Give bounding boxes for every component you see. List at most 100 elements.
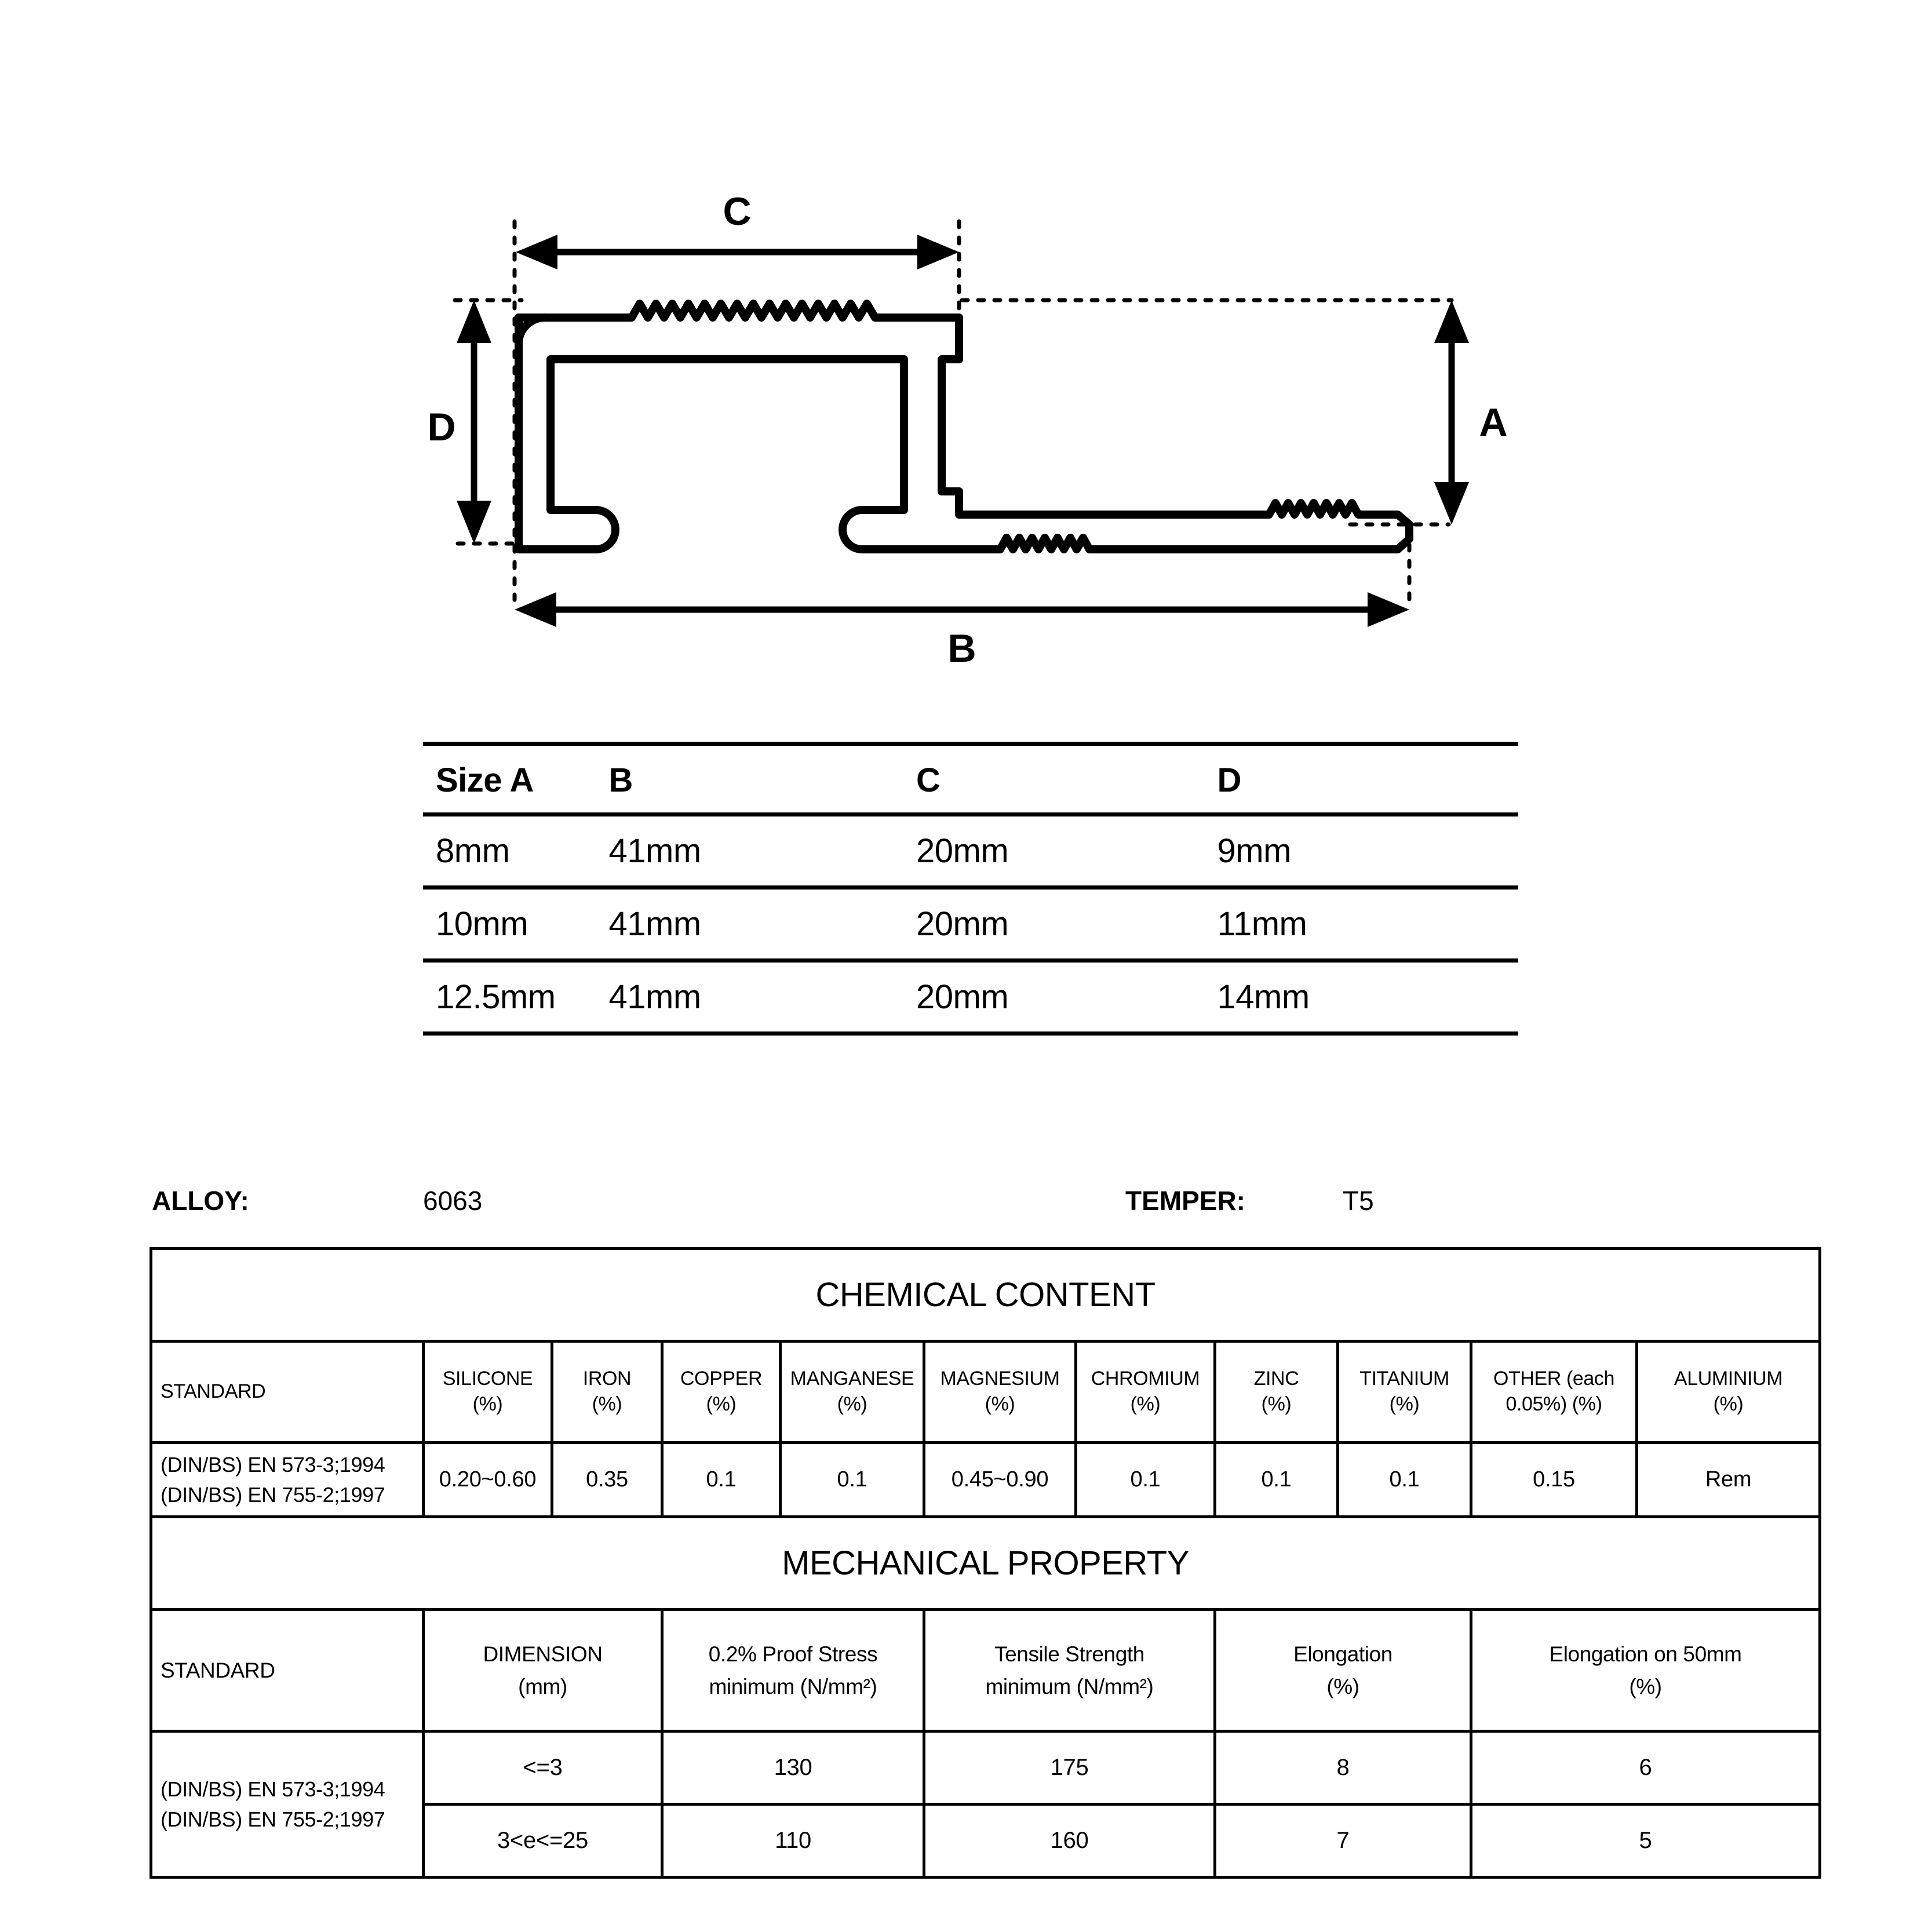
size-cell-c: 20mm <box>916 814 1217 890</box>
chemical-value-chromium: 0.1 <box>1074 1441 1216 1518</box>
chemical-header-manganese-unit: (%) <box>837 1393 867 1415</box>
chemical-header-standard: STANDARD <box>150 1340 425 1444</box>
mechanical-elongation-50mm-r2: 5 <box>1469 1803 1822 1879</box>
mechanical-header-elongation-50mm: Elongation on 50mm (%) <box>1469 1608 1822 1733</box>
chemical-title-row: CHEMICAL CONTENT <box>149 1247 1822 1343</box>
dimension-d: D <box>427 300 491 544</box>
chemical-header-manganese: MANGANESE (%) <box>779 1340 925 1444</box>
mechanical-property-title: MECHANICAL PROPERTY <box>149 1515 1822 1611</box>
chemical-header-zinc: ZINC (%) <box>1213 1340 1339 1444</box>
dimension-d-label: D <box>427 405 455 449</box>
mechanical-header-proof-stress-unit: minimum (N/mm²) <box>709 1674 877 1698</box>
chemical-value-magnesium: 0.45~0.90 <box>923 1441 1077 1518</box>
table-row: (DIN/BS) EN 573-3;1994 (DIN/BS) EN 755-2… <box>150 1441 1822 1518</box>
mechanical-proof-stress-r2: 110 <box>661 1803 925 1879</box>
temper-value: T5 <box>1343 1186 1374 1216</box>
dimension-b-label: B <box>947 626 976 670</box>
chemical-header-zinc-unit: (%) <box>1261 1393 1292 1415</box>
mechanical-header-elongation: Elongation (%) <box>1213 1608 1472 1733</box>
profile-drawing-svg: C D A B <box>427 189 1508 670</box>
chemical-header-copper: COPPER (%) <box>661 1340 782 1444</box>
size-cell-b: 41mm <box>608 887 917 963</box>
size-cell-d: 9mm <box>1217 814 1518 890</box>
dimension-a-label: A <box>1479 400 1507 444</box>
profile-drawing: C D A B <box>0 0 1932 690</box>
dimension-a: A <box>1434 300 1508 524</box>
mechanical-tensile-strength-r2: 160 <box>923 1803 1216 1879</box>
chemical-header-silicone-unit: (%) <box>472 1393 503 1415</box>
chemical-header-iron-unit: (%) <box>592 1393 622 1415</box>
size-cell-a: 12.5mm <box>423 960 609 1036</box>
chemical-header-copper-unit: (%) <box>706 1393 737 1415</box>
chemical-header-iron-name: IRON <box>582 1368 632 1390</box>
size-cell-d: 11mm <box>1217 887 1518 963</box>
mechanical-header-standard: STANDARD <box>150 1608 425 1733</box>
size-cell-c: 20mm <box>916 960 1217 1036</box>
chemical-header-standard-name: STANDARD <box>161 1380 266 1403</box>
mechanical-header-tensile-strength-name: Tensile Strength <box>994 1642 1144 1666</box>
chemical-header-zinc-name: ZINC <box>1253 1368 1299 1390</box>
mechanical-dimension-r1: <=3 <box>422 1730 664 1806</box>
mechanical-elongation-r2: 7 <box>1213 1803 1472 1879</box>
mechanical-header-elongation-unit: (%) <box>1326 1674 1359 1698</box>
chemical-header-silicone: SILICONE (%) <box>422 1340 553 1444</box>
size-cell-c: 20mm <box>916 887 1217 963</box>
chemical-value-titanium: 0.1 <box>1336 1441 1472 1518</box>
chemical-value-copper: 0.1 <box>661 1441 782 1518</box>
mechanical-header-row: STANDARD DIMENSION (mm) 0.2% Proof Stres… <box>150 1608 1822 1733</box>
mechanical-header-elongation-50mm-name: Elongation on 50mm <box>1549 1642 1742 1666</box>
size-cell-a: 8mm <box>423 814 609 890</box>
chemical-header-titanium-unit: (%) <box>1389 1393 1420 1415</box>
mechanical-title-row: MECHANICAL PROPERTY <box>149 1515 1822 1611</box>
size-cell-b: 41mm <box>608 814 917 890</box>
chemical-header-manganese-name: MANGANESE <box>790 1368 914 1390</box>
chemical-standard-line-2: (DIN/BS) EN 755-2;1997 <box>161 1482 385 1507</box>
mechanical-elongation-50mm-r1: 6 <box>1469 1730 1822 1806</box>
chemical-value-aluminium: Rem <box>1635 1441 1822 1518</box>
chemical-header-titanium-name: TITANIUM <box>1359 1368 1449 1390</box>
chemical-content-title: CHEMICAL CONTENT <box>149 1247 1822 1343</box>
chemical-header-iron: IRON (%) <box>551 1340 664 1444</box>
table-row: 3<e<=25 110 160 7 5 <box>151 1803 1822 1879</box>
mechanical-header-elongation-50mm-unit: (%) <box>1629 1674 1662 1698</box>
chemical-value-iron: 0.35 <box>551 1441 664 1518</box>
mechanical-header-proof-stress-name: 0.2% Proof Stress <box>708 1642 878 1666</box>
size-header-c: C <box>916 742 1217 816</box>
mechanical-header-standard-name: STANDARD <box>161 1658 275 1682</box>
mechanical-elongation-r1: 8 <box>1213 1730 1472 1806</box>
chemical-header-titanium: TITANIUM (%) <box>1336 1340 1472 1444</box>
mechanical-proof-stress-r1: 130 <box>661 1730 925 1806</box>
dimension-b: B <box>515 592 1409 670</box>
mechanical-standard-cell: (DIN/BS) EN 573-3;1994 (DIN/BS) EN 755-2… <box>150 1730 425 1879</box>
mechanical-standard-line-1: (DIN/BS) EN 573-3;1994 <box>161 1777 385 1802</box>
chemical-value-zinc: 0.1 <box>1213 1441 1339 1518</box>
chemical-header-magnesium: MAGNESIUM (%) <box>923 1340 1077 1444</box>
chemical-header-silicone-name: SILICONE <box>442 1368 533 1390</box>
specification-table-container: CHEMICAL CONTENT STANDARD SILICONE (%) I… <box>149 1247 1822 1879</box>
chemical-header-aluminium-unit: (%) <box>1713 1393 1744 1415</box>
chemical-header-other-name: OTHER (each <box>1493 1368 1615 1390</box>
chemical-header-other: OTHER (each 0.05%) (%) <box>1470 1340 1638 1444</box>
mechanical-header-dimension-unit: (mm) <box>518 1674 567 1698</box>
table-row: 12.5mm 41mm 20mm 14mm <box>423 960 1518 1036</box>
specification-table: CHEMICAL CONTENT STANDARD SILICONE (%) I… <box>149 1247 1822 1879</box>
mechanical-header-dimension-name: DIMENSION <box>483 1642 603 1666</box>
chemical-header-chromium-unit: (%) <box>1130 1393 1161 1415</box>
chemical-value-silicone: 0.20~0.60 <box>422 1441 553 1518</box>
chemical-standard-line-1: (DIN/BS) EN 573-3;1994 <box>161 1453 385 1477</box>
size-table: Size A B C D 8mm 41mm 20mm 9mm 10mm 41mm… <box>423 742 1518 1036</box>
mechanical-header-elongation-name: Elongation <box>1293 1642 1393 1666</box>
mechanical-dimension-r2: 3<e<=25 <box>422 1803 664 1879</box>
chemical-header-copper-name: COPPER <box>680 1368 763 1390</box>
size-header-a: Size A <box>423 742 609 816</box>
alloy-label: ALLOY: <box>152 1186 249 1216</box>
mechanical-tensile-strength-r1: 175 <box>923 1730 1216 1806</box>
mechanical-header-proof-stress: 0.2% Proof Stress minimum (N/mm²) <box>661 1608 925 1733</box>
chemical-value-manganese: 0.1 <box>779 1441 925 1518</box>
chemical-value-other: 0.15 <box>1470 1441 1638 1518</box>
size-header-d: D <box>1217 742 1518 816</box>
dimension-c-label: C <box>723 189 751 234</box>
table-row: 10mm 41mm 20mm 11mm <box>423 887 1518 963</box>
alloy-value: 6063 <box>423 1186 483 1216</box>
temper-label: TEMPER: <box>1125 1186 1245 1216</box>
